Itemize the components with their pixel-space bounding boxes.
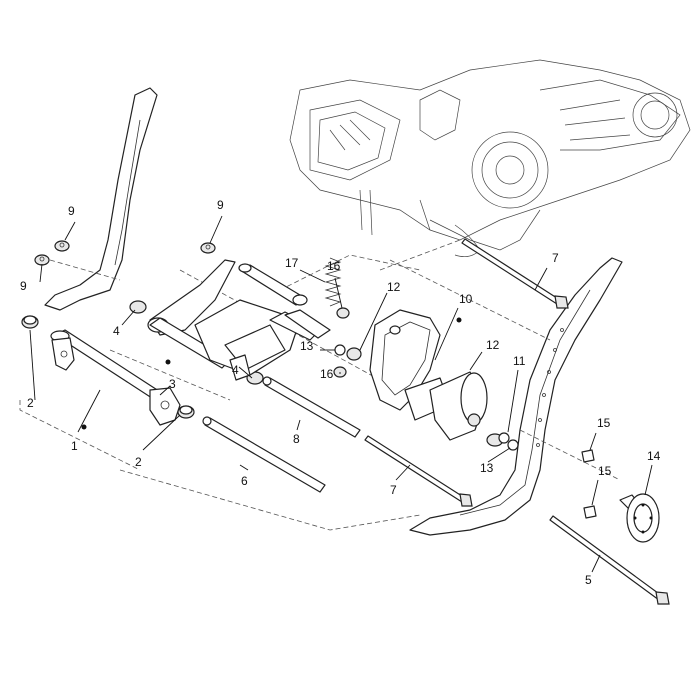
silent-block-12 — [429, 371, 488, 441]
callout-17: 17 — [285, 256, 299, 270]
pin-8 — [262, 376, 361, 438]
right-frame-rail — [409, 257, 623, 536]
spacer-11 — [498, 432, 510, 444]
bushing-12-a — [346, 347, 362, 361]
callout-11: 11 — [513, 354, 526, 368]
callout-10: 10 — [459, 292, 473, 306]
callout-6: 6 — [241, 474, 248, 488]
swing-arm-assembly — [147, 259, 331, 381]
nut-9-a — [54, 240, 70, 252]
pin-6 — [202, 416, 326, 493]
callout-1: 1 — [71, 439, 78, 453]
assembly-dots — [81, 317, 462, 430]
callout-14: 14 — [647, 449, 661, 463]
callout-2-left: 2 — [27, 396, 34, 410]
callout-13-right: 13 — [480, 461, 494, 475]
callout-16-lower: 16 — [320, 367, 334, 381]
callout-8: 8 — [293, 432, 300, 446]
callout-leaders — [29, 215, 653, 573]
engine-assembly — [289, 59, 691, 257]
callout-4-upper: 4 — [113, 324, 120, 338]
bushing-2-upper — [21, 315, 39, 329]
bolt-7-upper — [461, 238, 569, 309]
callout-labels: 1 2 2 3 4 4 5 6 7 7 8 9 9 9 10 11 12 12 … — [20, 198, 661, 587]
callout-12-lower: 12 — [486, 338, 500, 352]
nut-9-c — [200, 242, 216, 254]
callout-7-lower: 7 — [390, 483, 397, 497]
bracket-plate-3 — [149, 387, 181, 426]
damper-hub-14 — [619, 493, 660, 543]
nut-9-b — [34, 254, 50, 266]
bushing-2-lower — [177, 405, 195, 419]
bushing-4-a — [129, 300, 147, 314]
callout-2-bottom: 2 — [135, 455, 142, 469]
callout-15-lower: 15 — [598, 464, 612, 478]
bolt-7-lower — [364, 435, 473, 507]
callout-5: 5 — [585, 573, 592, 587]
nut-16-a — [336, 307, 350, 319]
bolt-5 — [549, 515, 670, 605]
callout-13-left: 13 — [300, 339, 314, 353]
washer-13-b — [507, 439, 519, 451]
screw-15-b — [583, 505, 597, 519]
callout-12-upper: 12 — [387, 280, 401, 294]
callout-3: 3 — [169, 377, 176, 391]
washer-13-a — [334, 344, 346, 356]
callout-7-upper: 7 — [552, 251, 559, 265]
callout-4-lower: 4 — [232, 363, 239, 377]
callout-16-upper: 16 — [327, 259, 341, 273]
left-frame-rail — [44, 87, 158, 311]
callout-9-top-left: 9 — [68, 204, 75, 218]
callout-9-left: 9 — [20, 279, 27, 293]
callout-15-upper: 15 — [597, 416, 611, 430]
spring-17 — [324, 257, 342, 307]
callout-9-center: 9 — [217, 198, 224, 212]
screw-15-a — [581, 449, 595, 463]
